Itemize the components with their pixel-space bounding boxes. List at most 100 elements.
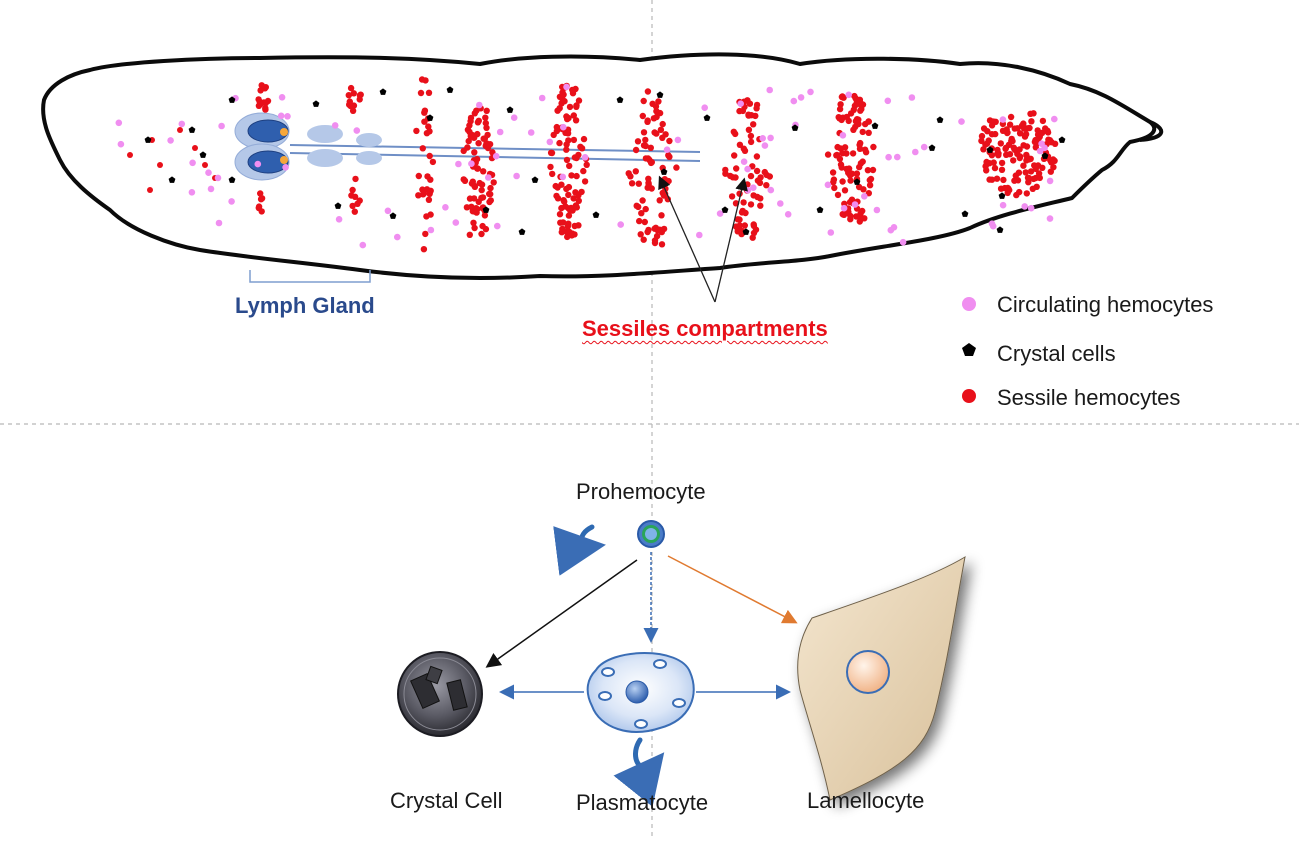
lamellocyte-nucleus bbox=[846, 650, 890, 694]
circulating-hemocyte-dot bbox=[885, 153, 892, 161]
sessile-hemocyte-dot bbox=[567, 207, 574, 214]
sessile-hemocyte-dot bbox=[561, 198, 568, 205]
sessile-hemocyte-dot bbox=[1008, 135, 1015, 143]
sessile-hemocyte-dot bbox=[1048, 159, 1055, 166]
sessile-hemocyte-dot bbox=[561, 98, 568, 105]
sessile-hemocyte-dot bbox=[581, 178, 589, 185]
sessile-hemocyte-dot bbox=[628, 180, 636, 187]
sessile-hemocyte-dot bbox=[466, 195, 474, 202]
sessile-hemocyte-dot bbox=[853, 116, 861, 123]
sessile-hemocyte-dot bbox=[856, 141, 863, 149]
sessile-hemocyte-dot bbox=[730, 128, 737, 135]
sessile-hemocyte-dot bbox=[471, 183, 479, 190]
sessile-hemocyte-dot bbox=[467, 133, 474, 140]
sessile-hemocyte-dot bbox=[147, 187, 153, 193]
sessile-hemocyte-dot bbox=[747, 132, 755, 140]
sessile-hemocyte-dot bbox=[998, 166, 1006, 173]
sessile-hemocyte-dot bbox=[258, 82, 265, 89]
circulating-hemocyte-dot bbox=[807, 88, 814, 96]
crystal-cell-dot bbox=[816, 206, 824, 213]
circulating-hemocyte-dot bbox=[218, 122, 225, 130]
sessile-hemocyte-dot bbox=[554, 195, 562, 202]
circulating-hemocyte-dot bbox=[228, 198, 235, 205]
circulating-hemocyte-dot bbox=[873, 206, 881, 214]
sessile-hemocyte-dot bbox=[733, 165, 740, 172]
sessile-hemocyte-dot bbox=[1023, 143, 1031, 150]
sessile-hemocyte-dot bbox=[1015, 169, 1023, 176]
sessile-hemocyte-dot bbox=[473, 155, 481, 163]
sessile-hemocyte-dot bbox=[728, 193, 736, 200]
sessile-hemocyte-dot bbox=[418, 76, 426, 83]
sessile-hemocyte-dot bbox=[423, 130, 431, 137]
sessile-hemocyte-dot bbox=[857, 107, 864, 114]
crystal-cell-dot bbox=[721, 206, 729, 213]
circulating-hemocyte-dot bbox=[331, 122, 339, 129]
crystal-cell-dot bbox=[871, 122, 879, 129]
circulating-hemocyte-dot bbox=[205, 169, 212, 176]
sessile-hemocyte-dot bbox=[632, 146, 640, 154]
prohemocyte-cell bbox=[637, 520, 665, 548]
sessile-hemocyte-dot bbox=[474, 119, 482, 126]
sessile-hemocyte-dot bbox=[638, 210, 645, 217]
sessile-hemocyte-dot bbox=[1020, 162, 1027, 169]
legend-sessile-label: Sessile hemocytes bbox=[997, 385, 1181, 410]
circulating-hemocyte-dot bbox=[920, 143, 928, 151]
sessile-hemocyte-dot bbox=[843, 165, 850, 173]
sessile-hemocyte-dot bbox=[1039, 117, 1047, 125]
self-renewal-arrow-top bbox=[553, 524, 606, 576]
sessile-hemocyte-dot bbox=[642, 205, 649, 213]
sessile-hemocyte-dot bbox=[257, 87, 264, 94]
sessile-hemocyte-dot bbox=[466, 231, 473, 238]
sessile-hemocyte-dot bbox=[350, 90, 357, 97]
circulating-hemocyte-dot bbox=[282, 164, 289, 171]
circulating-hemocyte-dot bbox=[394, 233, 401, 241]
sessile-hemocyte-dot bbox=[471, 149, 478, 156]
sessile-hemocyte-dot bbox=[471, 110, 478, 117]
sessile-hemocyte-dot bbox=[635, 180, 642, 187]
crystal-cell-dot bbox=[334, 202, 342, 209]
circulating-hemocyte-dot bbox=[546, 138, 554, 146]
sessile-hemocyte-dot bbox=[644, 88, 652, 95]
sessile-hemocyte-dot bbox=[848, 196, 856, 203]
sessile-hemocyte-dot bbox=[425, 196, 433, 203]
sessile-hemocyte-dot bbox=[352, 175, 359, 183]
circulating-hemocyte-dot bbox=[384, 207, 392, 215]
sessile-hemocyte-dot bbox=[983, 161, 990, 168]
sessile-hemocyte-dot bbox=[665, 177, 672, 185]
sessile-hemocyte-dot bbox=[869, 166, 877, 174]
circulating-hemocyte-dot bbox=[1027, 204, 1035, 212]
sessile-hemocyte-dot bbox=[636, 217, 643, 225]
sessile-hemocyte-dot bbox=[258, 195, 266, 202]
sessile-hemocyte-dot bbox=[644, 118, 651, 126]
sessile-hemocyte-dot bbox=[849, 150, 857, 157]
circulating-hemocyte-dot bbox=[617, 221, 624, 228]
sessile-hemocyte-dot bbox=[427, 211, 434, 218]
sessile-hemocyte-dot bbox=[1010, 144, 1017, 151]
sessile-hemocyte-dot bbox=[427, 187, 434, 194]
sessile-hemocyte-dot bbox=[993, 175, 1001, 182]
sessile-hemocyte-dot bbox=[741, 222, 748, 229]
sessile-hemocyte-dot bbox=[1000, 176, 1007, 184]
sessile-hemocyte-dot bbox=[568, 172, 575, 179]
circulating-hemocyte-dot bbox=[663, 146, 671, 153]
circulating-hemocyte-dot bbox=[476, 101, 483, 109]
sessile-hemocyte-dot bbox=[1030, 175, 1037, 183]
sessile-hemocyte-dot bbox=[554, 107, 561, 114]
sessile-hemocyte-dot bbox=[580, 167, 587, 175]
circulating-hemocyte-dot bbox=[1038, 140, 1045, 147]
crystal-cell-dot bbox=[506, 106, 514, 113]
sessile-hemocyte-dot bbox=[641, 218, 648, 226]
legend-sessile-symbol bbox=[962, 389, 976, 403]
sessile-hemocyte-dot bbox=[837, 101, 844, 108]
circulating-hemocyte-dot bbox=[740, 158, 748, 165]
sessile-hemocyte-dot bbox=[420, 246, 428, 253]
sessile-hemocyte-dot bbox=[461, 177, 469, 184]
sessile-hemocyte-dot bbox=[349, 186, 356, 194]
sessile-hemocyte-dot bbox=[653, 108, 660, 115]
sessile-hemocyte-dot bbox=[753, 167, 761, 175]
sessile-hemocyte-dot bbox=[556, 211, 564, 218]
sessile-hemocyte-dot bbox=[1027, 168, 1035, 175]
sessile-pointer-right bbox=[714, 177, 748, 303]
sessile-hemocyte-dot bbox=[831, 184, 838, 192]
